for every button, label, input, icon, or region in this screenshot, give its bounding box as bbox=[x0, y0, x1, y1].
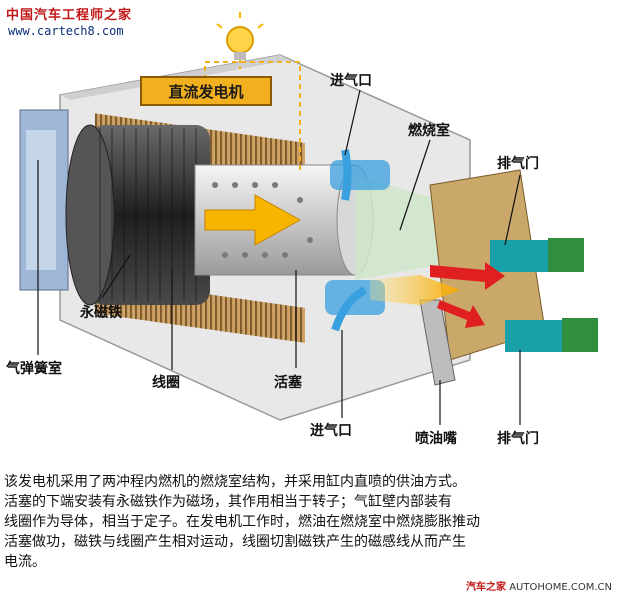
caption-line: 该发电机采用了两冲程内燃机的燃烧室结构，并采用缸内直喷的供油方式。 bbox=[4, 472, 616, 492]
exhaust-valve-bottom-label: 排气门 bbox=[497, 428, 539, 448]
spring-chamber-label: 气弹簧室 bbox=[6, 358, 62, 378]
generator-cutaway-diagram bbox=[0, 0, 620, 470]
magnet-label: 永磁铁 bbox=[80, 302, 122, 322]
coil-winding bbox=[66, 125, 210, 305]
injector-label: 喷油嘴 bbox=[415, 428, 457, 448]
intake-top-label: 进气口 bbox=[330, 70, 372, 90]
caption-line: 电流。 bbox=[4, 552, 616, 572]
generator-label: 直流发电机 bbox=[140, 76, 272, 106]
coil-label: 线圈 bbox=[152, 372, 180, 392]
footer-credit: 汽车之家 AUTOHOME.COM.CN bbox=[466, 578, 612, 593]
footer-brand: 汽车之家 bbox=[466, 582, 506, 593]
intake-bottom-label: 进气口 bbox=[310, 420, 352, 440]
exhaust-valve-bottom bbox=[505, 320, 565, 352]
caption-text: 该发电机采用了两冲程内燃机的燃烧室结构，并采用缸内直喷的供油方式。 活塞的下端安… bbox=[4, 472, 616, 572]
exhaust-valve-top bbox=[490, 240, 550, 272]
footer-url: AUTOHOME.COM.CN bbox=[509, 582, 612, 593]
caption-line: 活塞的下端安装有永磁铁作为磁场，其作用相当于转子；气缸壁内部装有 bbox=[4, 492, 616, 512]
exhaust-valve-top-label: 排气门 bbox=[497, 153, 539, 173]
caption-line: 活塞做功，磁铁与线圈产生相对运动，线圈切割磁铁产生的磁感线从而产生 bbox=[4, 532, 616, 552]
intake-arrow-top bbox=[345, 150, 348, 200]
combustion-chamber-label: 燃烧室 bbox=[408, 120, 450, 140]
piston-label: 活塞 bbox=[274, 372, 302, 392]
caption-line: 线圈作为导体，相当于定子。在发电机工作时，燃油在燃烧室中燃烧膨胀推动 bbox=[4, 512, 616, 532]
